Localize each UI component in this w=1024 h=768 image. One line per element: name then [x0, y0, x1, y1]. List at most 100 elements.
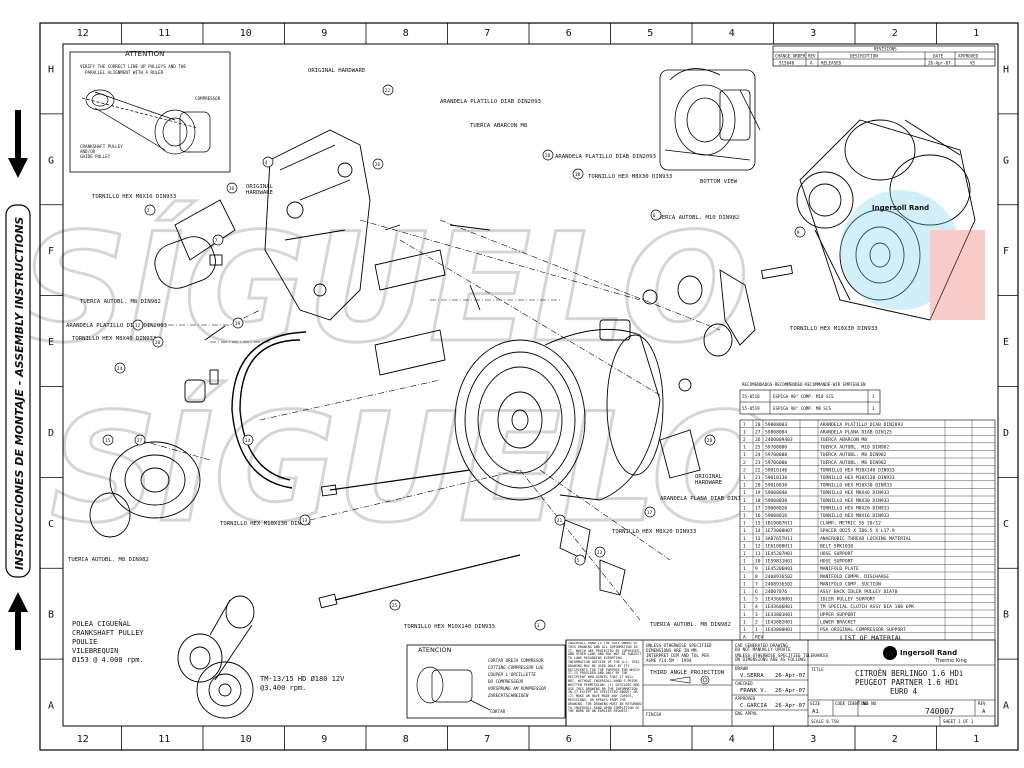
bom-cell: 1E45207H01 [765, 551, 793, 557]
item-balloon [144, 204, 156, 216]
bom-cell: 7 [743, 422, 746, 428]
rev-header-rev: REV [808, 54, 816, 59]
zone-right-label: E [1003, 337, 1009, 348]
finish-label: FINISH [646, 712, 662, 717]
item-balloon-number: 12 [135, 323, 141, 329]
bom-list-title: LIST OF MATERIAL [840, 634, 903, 642]
title-line-1: CITROËN BERLINGO 1.6 HDi [855, 669, 963, 678]
zone-right-label: F [1003, 246, 1009, 257]
zone-bottom-label: 3 [810, 734, 816, 745]
zone-bottom-label: 5 [647, 734, 653, 745]
bom-cell: 1 [743, 604, 746, 610]
bottom-view-sketch [659, 68, 761, 171]
bom-cell: 1 [743, 566, 746, 572]
bom-cell: 1 [743, 581, 746, 587]
item-balloon [542, 149, 554, 161]
callout-tuerca-m8-c: TUERCA AUTOBL. M8 DIN982 [650, 622, 731, 628]
bom-cell: ARANDELA PLANA DIAB DIN125 [820, 429, 892, 435]
item-balloon [102, 434, 114, 446]
bom-cell: TORNILLO HEX M8X40 DIN933 [820, 490, 889, 496]
bom-cell: 1 [743, 589, 746, 595]
rec-code-1: 55-0518 [742, 394, 760, 399]
callout-tornillo-m8x40: TORNILLO HEX M8X40 DIN933 [72, 336, 156, 342]
zone-left-label: E [48, 337, 54, 348]
side-title-band: INSTRUCCIONES DE MONTAJE - ASSEMBLY INST… [5, 110, 31, 650]
watermark-line-1: SÍGUELO [20, 201, 749, 376]
zone-top-label: 10 [240, 28, 252, 39]
bom-cell: 1 [743, 612, 746, 618]
bom-cell: 1 [743, 483, 746, 489]
item-balloon [794, 226, 806, 238]
item-balloon [572, 168, 584, 180]
bom-cell: 1 [743, 445, 746, 451]
bom-cell: 3AB765TH11 [765, 536, 793, 542]
zone-top-label: 9 [321, 28, 327, 39]
callout-original-left-2: HARDWARE [246, 190, 274, 196]
zone-bottom-label: 10 [240, 734, 252, 745]
item-balloon-number: 28 [707, 438, 713, 444]
approved-date: 26-Apr-07 [775, 703, 805, 709]
arrow-up-head-icon [8, 592, 28, 612]
bom-cell: 21 [755, 475, 761, 481]
item-balloon [574, 554, 586, 566]
item-balloon [704, 434, 716, 446]
attention-text-2: PARALLEL ALIGNMENT WITH A RULER [85, 70, 164, 75]
leader-lines [135, 219, 721, 621]
unless-2: DIMENSIONS ARE IN MM. [646, 648, 699, 653]
item-balloon [212, 234, 224, 246]
watermark: SÍGUELO SÍGUELO [19, 200, 781, 558]
bom-cell: 1 [743, 627, 746, 633]
zone-bottom-label: 12 [77, 734, 89, 745]
bom-cell: 1 [755, 627, 758, 633]
zone-bottom-label: 7 [484, 734, 490, 745]
bom-cell: 24 [755, 452, 761, 458]
engine-sketch [796, 119, 976, 321]
item-balloon-number: 22 [385, 88, 391, 94]
bom-cell: PSA ORIGINAL COMPRESSOR SUPPORT [820, 627, 906, 633]
bom-cell: 1E61000H11 [765, 543, 793, 549]
third-angle-projection: THIRD ANGLE PROJECTION [650, 670, 724, 676]
bom-cell: 59706000 [765, 460, 787, 466]
attention-crank-2: AND/OR [80, 149, 96, 154]
bom-cell: 1E73008H07 [765, 528, 793, 534]
zone-bottom-label: 1 [973, 734, 979, 745]
rec-desc-2: ESPIGA 90° COMP. M8 SCS [773, 406, 831, 411]
item-balloon [114, 362, 126, 374]
attention-crank-3: GUIDE PULLEY [80, 154, 111, 159]
drawn-by: V.SERRA [740, 673, 764, 679]
bom-cell: 8 [755, 574, 758, 580]
item-balloon-number: 13 [302, 518, 308, 524]
bom-cell: MANIFOLD PLATE [820, 566, 859, 572]
item-balloon-number: 28 [545, 153, 551, 159]
bom-cell: 1E43800H01 [765, 627, 793, 633]
rev-label: REV [978, 701, 986, 706]
zone-top-label: 5 [647, 28, 653, 39]
item-balloon-number: 4 [265, 160, 268, 166]
zone-top-label: 12 [77, 28, 89, 39]
bom-cell: 17 [755, 505, 761, 511]
bom-cell: SPACER OD25 X ID6.5 X L17.9 [820, 528, 895, 534]
bom-cell: ARANDELA PLATILLO DIAB DIN2093 [820, 422, 903, 428]
atencion-l4: DU COMPRESSEUR [487, 679, 524, 684]
item-balloon [226, 182, 238, 194]
item-balloon-number: 6 [653, 213, 656, 219]
bom-cell: 1E45206H01 [765, 566, 793, 572]
zone-bottom-label: 6 [566, 734, 572, 745]
bom-cell: 1 [743, 498, 746, 504]
bom-cell: BELT 5PK1030 [820, 543, 853, 549]
item-balloon-number: 26 [375, 162, 381, 168]
item-balloon-number: 16 [229, 186, 235, 192]
drawn-label: DRAWN [735, 666, 748, 671]
bom-cell: 59010030 [765, 483, 787, 489]
atencion-l3: COUPER L'ORCILLETTE [488, 672, 536, 677]
item-balloon-number: 3 [537, 623, 540, 629]
callout-tornillo-m10x130: TORNILLO HEX M10X130 DIN933 [220, 521, 311, 527]
bom-cell: 2 [743, 437, 746, 443]
zone-bottom-label: 9 [321, 734, 327, 745]
zone-left-label: B [48, 610, 54, 621]
code-ident-label: CODE IDENT NO [835, 701, 868, 706]
title-line-2: PEUGEOT PARTNER 1.6 HDi [855, 678, 959, 687]
callout-tornillo-m10x30: TORNILLO HEX M10X30 DIN933 [790, 326, 878, 332]
svg-text:IR: IR [886, 650, 895, 658]
